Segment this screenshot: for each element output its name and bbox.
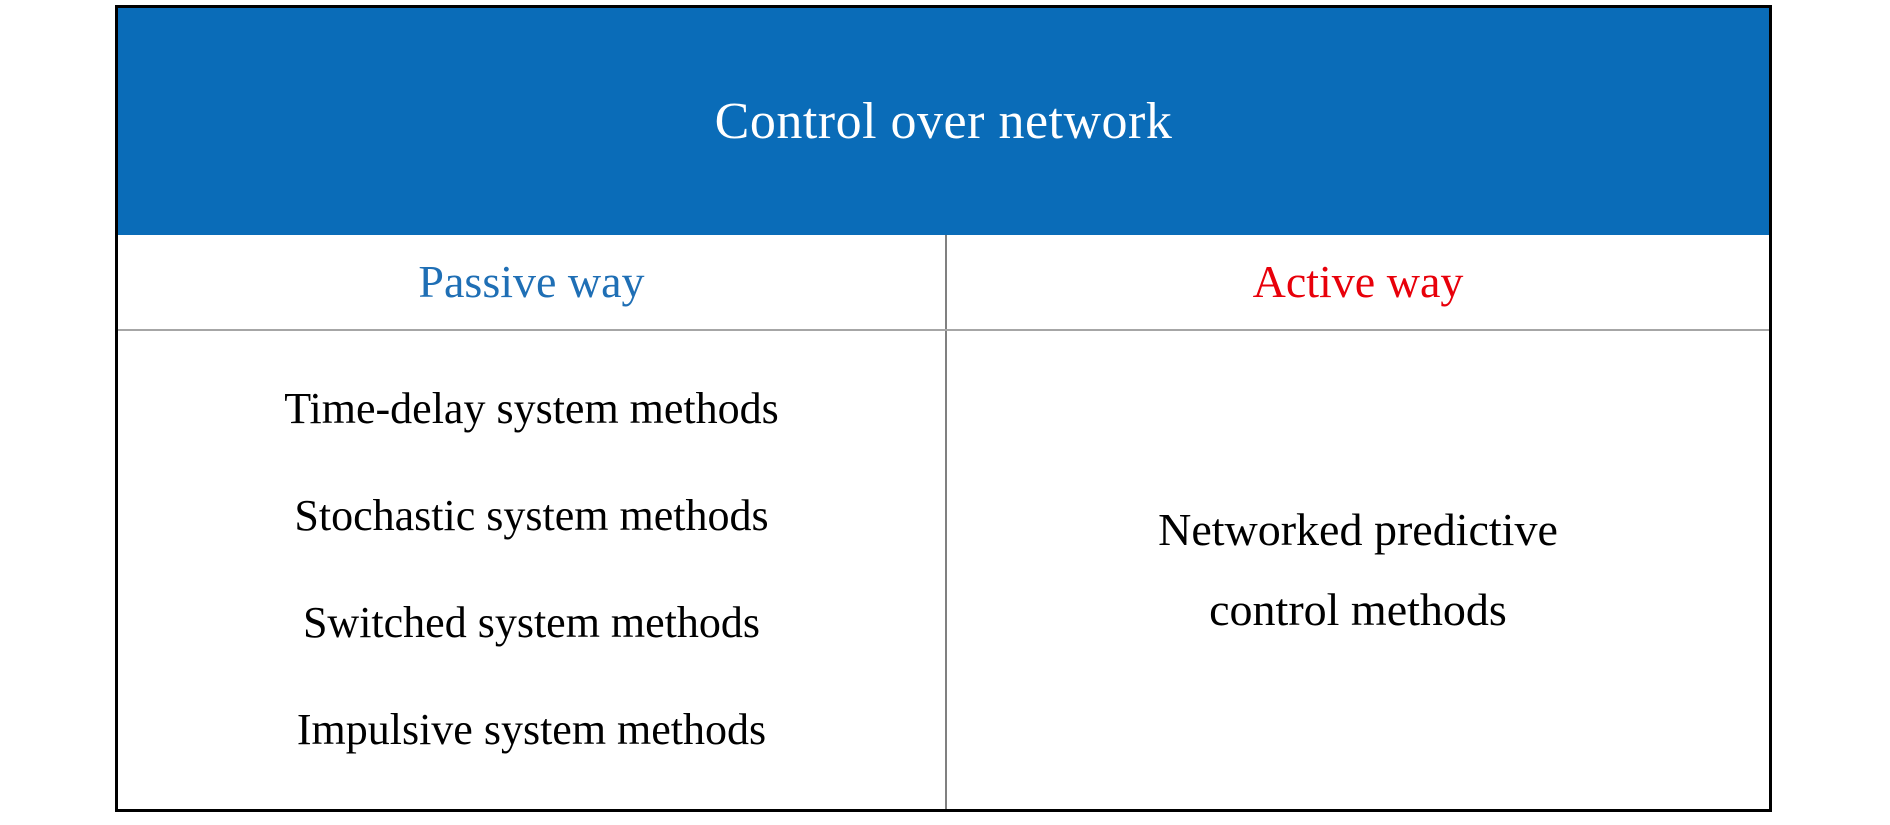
list-item: Time-delay system methods: [284, 383, 779, 433]
page-title: Control over network: [714, 92, 1173, 150]
column-header-active-label: Active way: [1252, 255, 1464, 307]
active-methods-cell: Networked predictive control methods: [945, 331, 1769, 809]
list-item: Switched system methods: [302, 597, 761, 647]
list-item: Networked predictive: [1158, 503, 1558, 555]
table-header-row: Passive way Active way: [118, 235, 1769, 331]
list-item: Stochastic system methods: [294, 490, 769, 540]
column-header-passive-label: Passive way: [418, 255, 645, 307]
control-over-network-table: Control over network Passive way Active …: [115, 5, 1772, 812]
passive-methods-list: Time-delay system methods Stochastic sys…: [118, 355, 945, 783]
column-header-active-cell: Active way: [945, 235, 1769, 329]
table-title-row: Control over network: [118, 8, 1769, 235]
list-item: control methods: [1209, 584, 1507, 635]
active-methods-text: Networked predictive control methods: [1158, 490, 1558, 651]
list-item: Impulsive system methods: [296, 704, 767, 754]
table-body-row: Time-delay system methods Stochastic sys…: [118, 331, 1769, 809]
column-header-passive-cell: Passive way: [118, 235, 945, 329]
passive-methods-cell: Time-delay system methods Stochastic sys…: [118, 331, 945, 809]
